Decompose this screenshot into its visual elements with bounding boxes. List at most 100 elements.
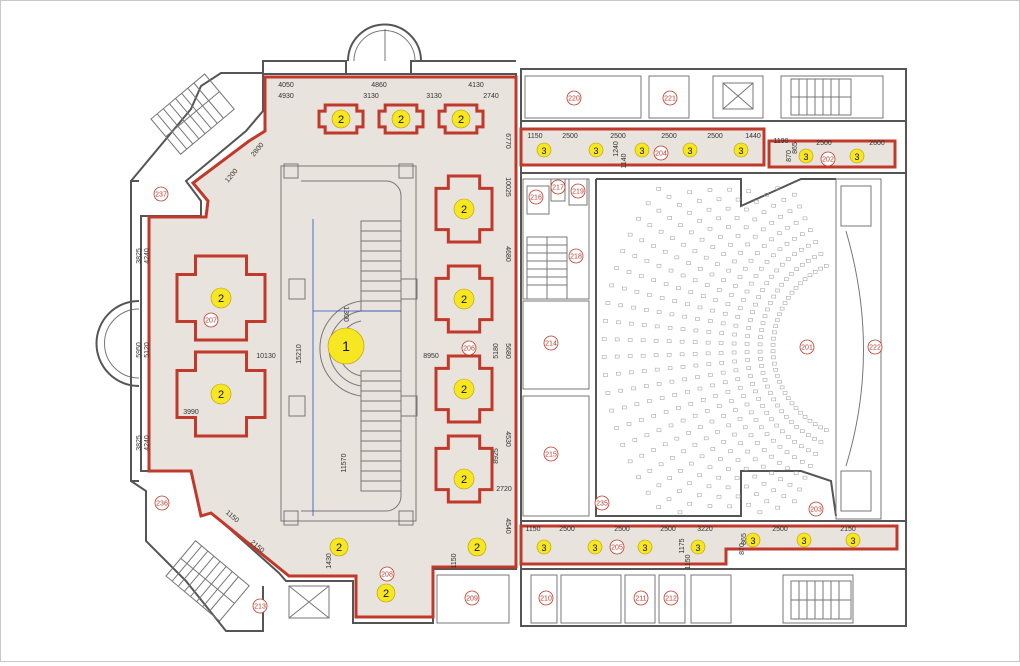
svg-text:2: 2: [458, 114, 464, 126]
seat: [798, 410, 803, 415]
svg-text:216: 216: [530, 195, 542, 202]
seat: [750, 310, 755, 314]
seat: [799, 247, 804, 252]
seat: [752, 474, 758, 479]
seat: [706, 362, 712, 366]
seat: [771, 336, 776, 341]
seat: [697, 199, 702, 203]
seat: [778, 214, 783, 219]
dimension-label: 5950: [136, 342, 143, 358]
seat: [656, 483, 662, 488]
room-number: 217: [550, 179, 566, 195]
seat: [681, 449, 686, 454]
seat: [748, 374, 753, 378]
marker-zone-2: 2: [391, 109, 411, 129]
seat: [760, 288, 765, 292]
marker-zone-2: 2: [210, 383, 232, 405]
seat: [758, 356, 763, 361]
seat: [771, 438, 776, 443]
svg-text:219: 219: [572, 189, 584, 196]
seat: [813, 240, 818, 244]
dimension-label: 4540: [504, 518, 511, 534]
seat: [662, 249, 668, 254]
seat: [779, 409, 785, 414]
seat: [793, 220, 799, 225]
svg-text:236: 236: [156, 501, 168, 508]
seat: [732, 259, 737, 264]
room-number: 213: [252, 598, 268, 614]
seat: [626, 270, 632, 274]
seat: [695, 317, 700, 321]
seat: [629, 370, 634, 375]
seat: [634, 289, 640, 294]
marker-zone-2: 2: [453, 378, 475, 400]
svg-text:3: 3: [803, 152, 808, 162]
seat: [722, 380, 728, 385]
seat: [752, 457, 758, 462]
seat: [765, 384, 770, 389]
seat: [697, 218, 702, 223]
svg-text:3: 3: [695, 543, 700, 553]
seat: [620, 249, 626, 253]
svg-text:211: 211: [635, 596, 646, 603]
marker-zone-3: 3: [690, 539, 706, 555]
seat: [785, 225, 790, 230]
seat: [677, 510, 683, 515]
seat: [823, 428, 829, 432]
seat: [738, 386, 743, 390]
seat: [697, 493, 702, 497]
seat: [742, 425, 748, 430]
seat: [775, 318, 780, 322]
seat: [647, 469, 653, 473]
seat: [818, 252, 824, 256]
seat: [799, 460, 805, 464]
seat: [680, 273, 686, 278]
marker-zone-3: 3: [587, 539, 603, 555]
room-number: 218: [568, 248, 584, 264]
seat: [716, 404, 722, 408]
seat: [707, 504, 713, 508]
seat: [762, 314, 768, 318]
seat: [755, 251, 760, 255]
seat: [658, 229, 664, 234]
svg-text:212: 212: [665, 596, 677, 603]
seat: [792, 439, 797, 444]
dimension-label: 4930: [278, 93, 294, 100]
seat: [698, 267, 703, 271]
seat: [761, 448, 767, 452]
dimension-label: 1150: [525, 526, 540, 533]
seat: [645, 490, 651, 495]
seat: [752, 234, 758, 239]
marker-zone-2: 2: [453, 468, 475, 490]
seat: [750, 382, 755, 386]
room-number: 207: [203, 312, 219, 328]
seat: [700, 294, 706, 298]
seat: [656, 382, 662, 386]
seat: [689, 230, 694, 235]
seat: [785, 466, 790, 471]
seat: [640, 353, 646, 358]
marker-zone-3: 3: [637, 539, 653, 555]
seat: [681, 242, 686, 247]
room-number: 235: [594, 495, 610, 511]
seat: [687, 190, 692, 195]
seat: [632, 438, 638, 442]
seat: [716, 288, 722, 292]
seat: [668, 423, 674, 428]
seat: [779, 306, 785, 311]
seat: [680, 365, 686, 369]
seat: [716, 197, 722, 202]
seat: [666, 339, 672, 343]
svg-text:202: 202: [822, 157, 834, 164]
seat: [689, 461, 694, 466]
seat: [725, 206, 731, 211]
seat: [784, 415, 789, 419]
seat: [792, 236, 797, 241]
seat: [725, 390, 731, 394]
seat: [636, 216, 641, 221]
seat: [812, 437, 817, 441]
seat: [666, 353, 672, 357]
seat: [674, 255, 680, 260]
seat: [609, 283, 614, 288]
